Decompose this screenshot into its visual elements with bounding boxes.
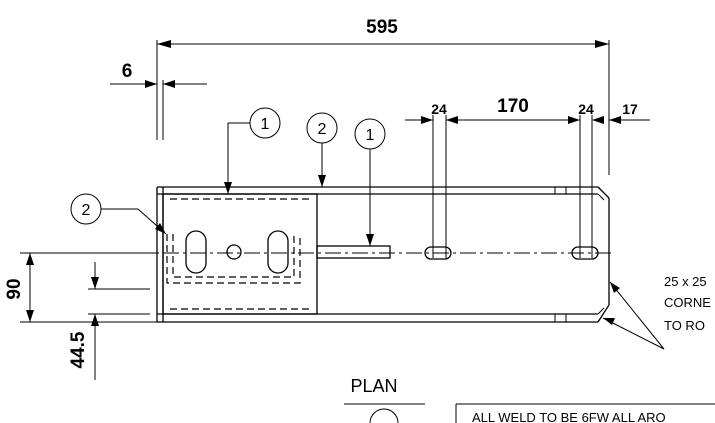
weld-note: ALL WELD TO BE 6FW ALL ARO [472, 410, 666, 423]
channel-body [156, 186, 610, 323]
dim-label-170: 170 [497, 96, 529, 117]
corner-note-line-1: 25 x 25 [664, 274, 707, 289]
plate-slot-right [267, 230, 289, 274]
dimension-offset: 6 [110, 61, 207, 140]
corner-note-line-2: CORNE [664, 295, 711, 310]
channel-slot-2 [571, 246, 599, 260]
balloon-2-top-label: 2 [318, 121, 327, 138]
dim-label-6: 6 [122, 61, 133, 82]
corner-note: 25 x 25 CORNE TO RO [664, 274, 711, 333]
weld-note-box: ALL WELD TO BE 6FW ALL ARO [455, 403, 715, 423]
end-plate [162, 193, 318, 315]
balloon-1-top: 1 [224, 107, 281, 194]
balloon-1-top-label: 1 [261, 116, 270, 133]
plate-hole [226, 244, 242, 260]
balloon-2-top: 2 [306, 112, 338, 187]
dim-label-24-right: 24 [578, 101, 594, 117]
view-title-block: PLAN [344, 376, 425, 423]
balloon-1-right-label: 1 [366, 127, 375, 144]
corner-note-line-3: TO RO [664, 318, 705, 333]
rod-stub [316, 245, 391, 259]
plate-slot-left [185, 230, 207, 274]
dim-label-44-5: 44.5 [68, 331, 89, 368]
channel-slot-1 [424, 246, 452, 260]
balloon-1-right: 1 [354, 118, 386, 246]
balloon-2-left: 2 [70, 193, 167, 235]
dimension-height: 90 [4, 252, 157, 323]
corner-note-leaders [602, 281, 665, 350]
dimension-overall-length: 595 [156, 17, 610, 175]
dim-label-90: 90 [4, 278, 25, 299]
dim-label-24-left: 24 [431, 101, 447, 117]
dim-label-595: 595 [366, 17, 398, 38]
channel-slots [424, 246, 599, 260]
view-title: PLAN [350, 376, 397, 396]
dimension-slot-spacing: 24 170 24 17 [405, 96, 650, 258]
dim-label-17: 17 [622, 101, 638, 117]
balloon-2-left-label: 2 [82, 202, 91, 219]
dimension-half-height: 44.5 [68, 262, 150, 380]
